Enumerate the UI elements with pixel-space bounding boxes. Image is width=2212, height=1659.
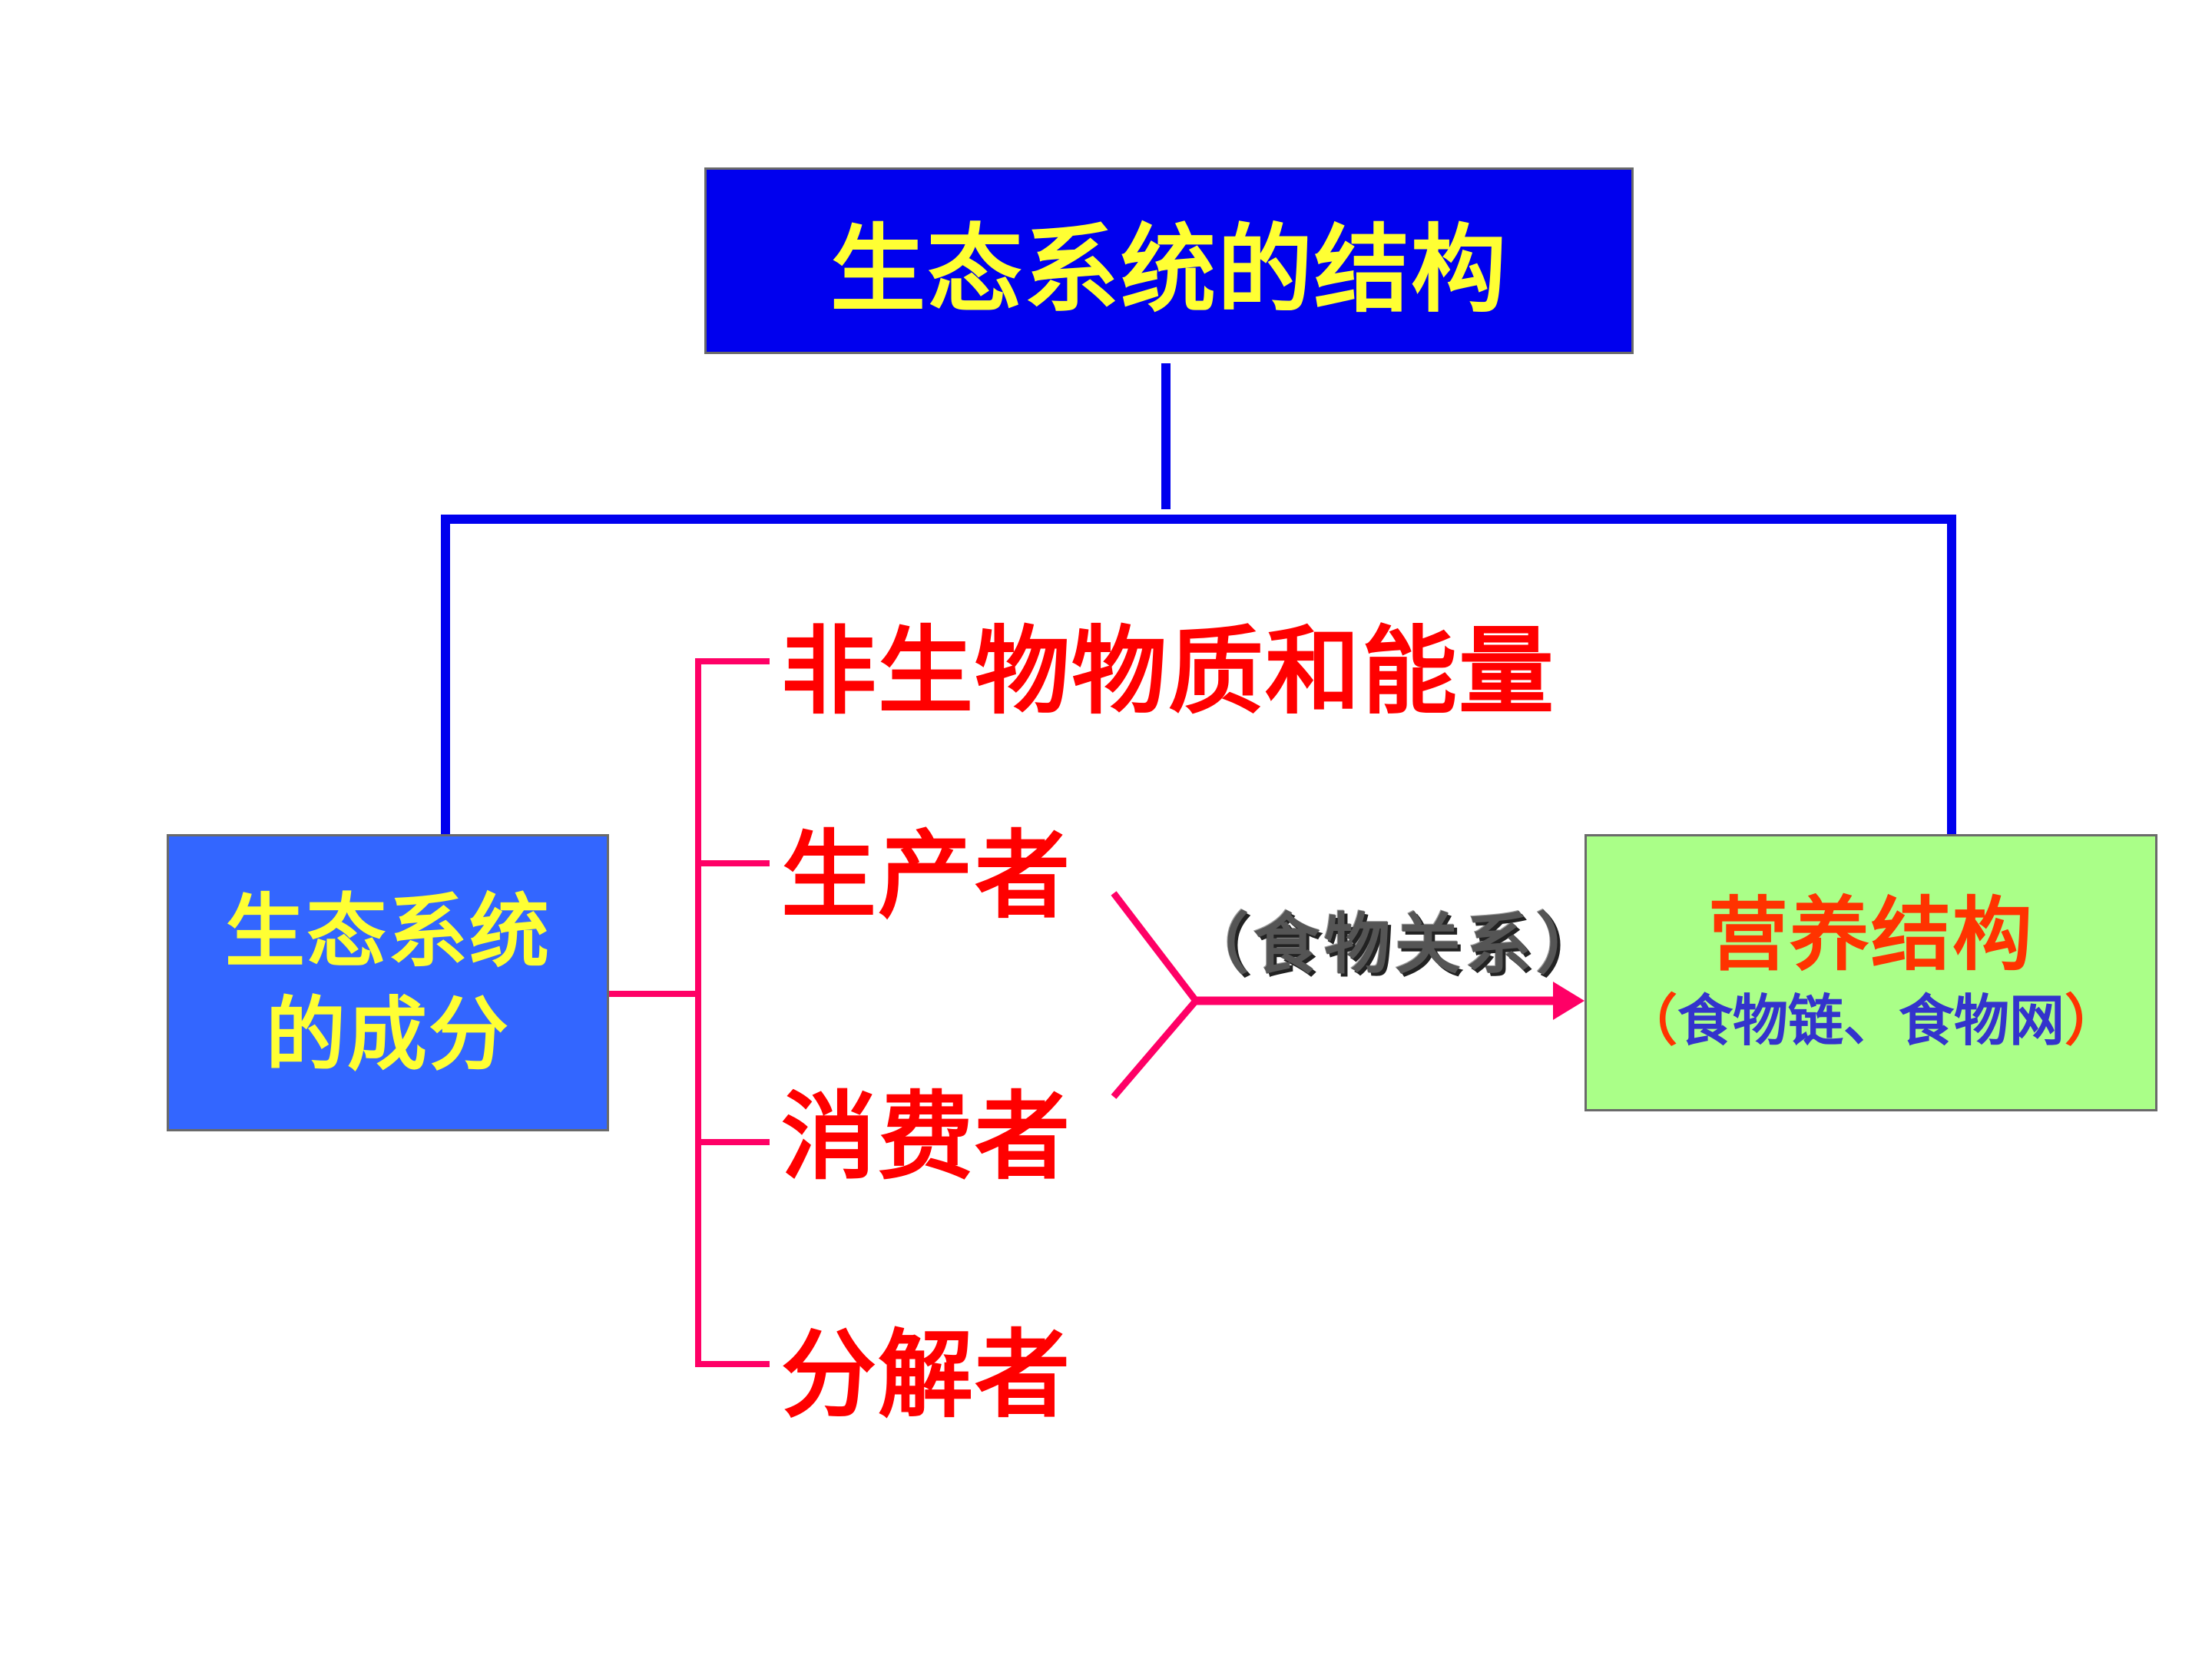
trophic-structure-box: 营养结构 （食物链、食物网）	[1584, 834, 2157, 1111]
pink-arrow-head	[1553, 982, 1584, 1020]
trophic-structure-detail: （食物链、食物网）	[1622, 982, 2120, 1059]
food-relation-label: （食物关系）	[1183, 906, 1607, 983]
components-box-line1: 生态系统	[224, 884, 551, 979]
detail-paren-open: （	[1621, 988, 1677, 1053]
title-text: 生态系统的结构	[830, 214, 1508, 326]
component-producer: 生产者	[781, 821, 1072, 932]
components-box-line2: 的成分	[265, 987, 510, 1081]
components-box: 生态系统 的成分	[167, 834, 609, 1131]
component-consumer: 消费者	[781, 1082, 1072, 1193]
pink-arrow-lower	[1111, 998, 1199, 1099]
trophic-structure-title: 营养结构	[1707, 887, 2034, 982]
pink-arrow-upper	[1111, 891, 1199, 1003]
detail-paren-close: ）	[2065, 988, 2121, 1053]
detail-text: 食物链、食物网	[1677, 988, 2065, 1053]
component-decomposer: 分解者	[781, 1320, 1072, 1431]
title-box: 生态系统的结构	[704, 167, 1634, 354]
component-abiotic: 非生物物质和能量	[781, 617, 1556, 727]
